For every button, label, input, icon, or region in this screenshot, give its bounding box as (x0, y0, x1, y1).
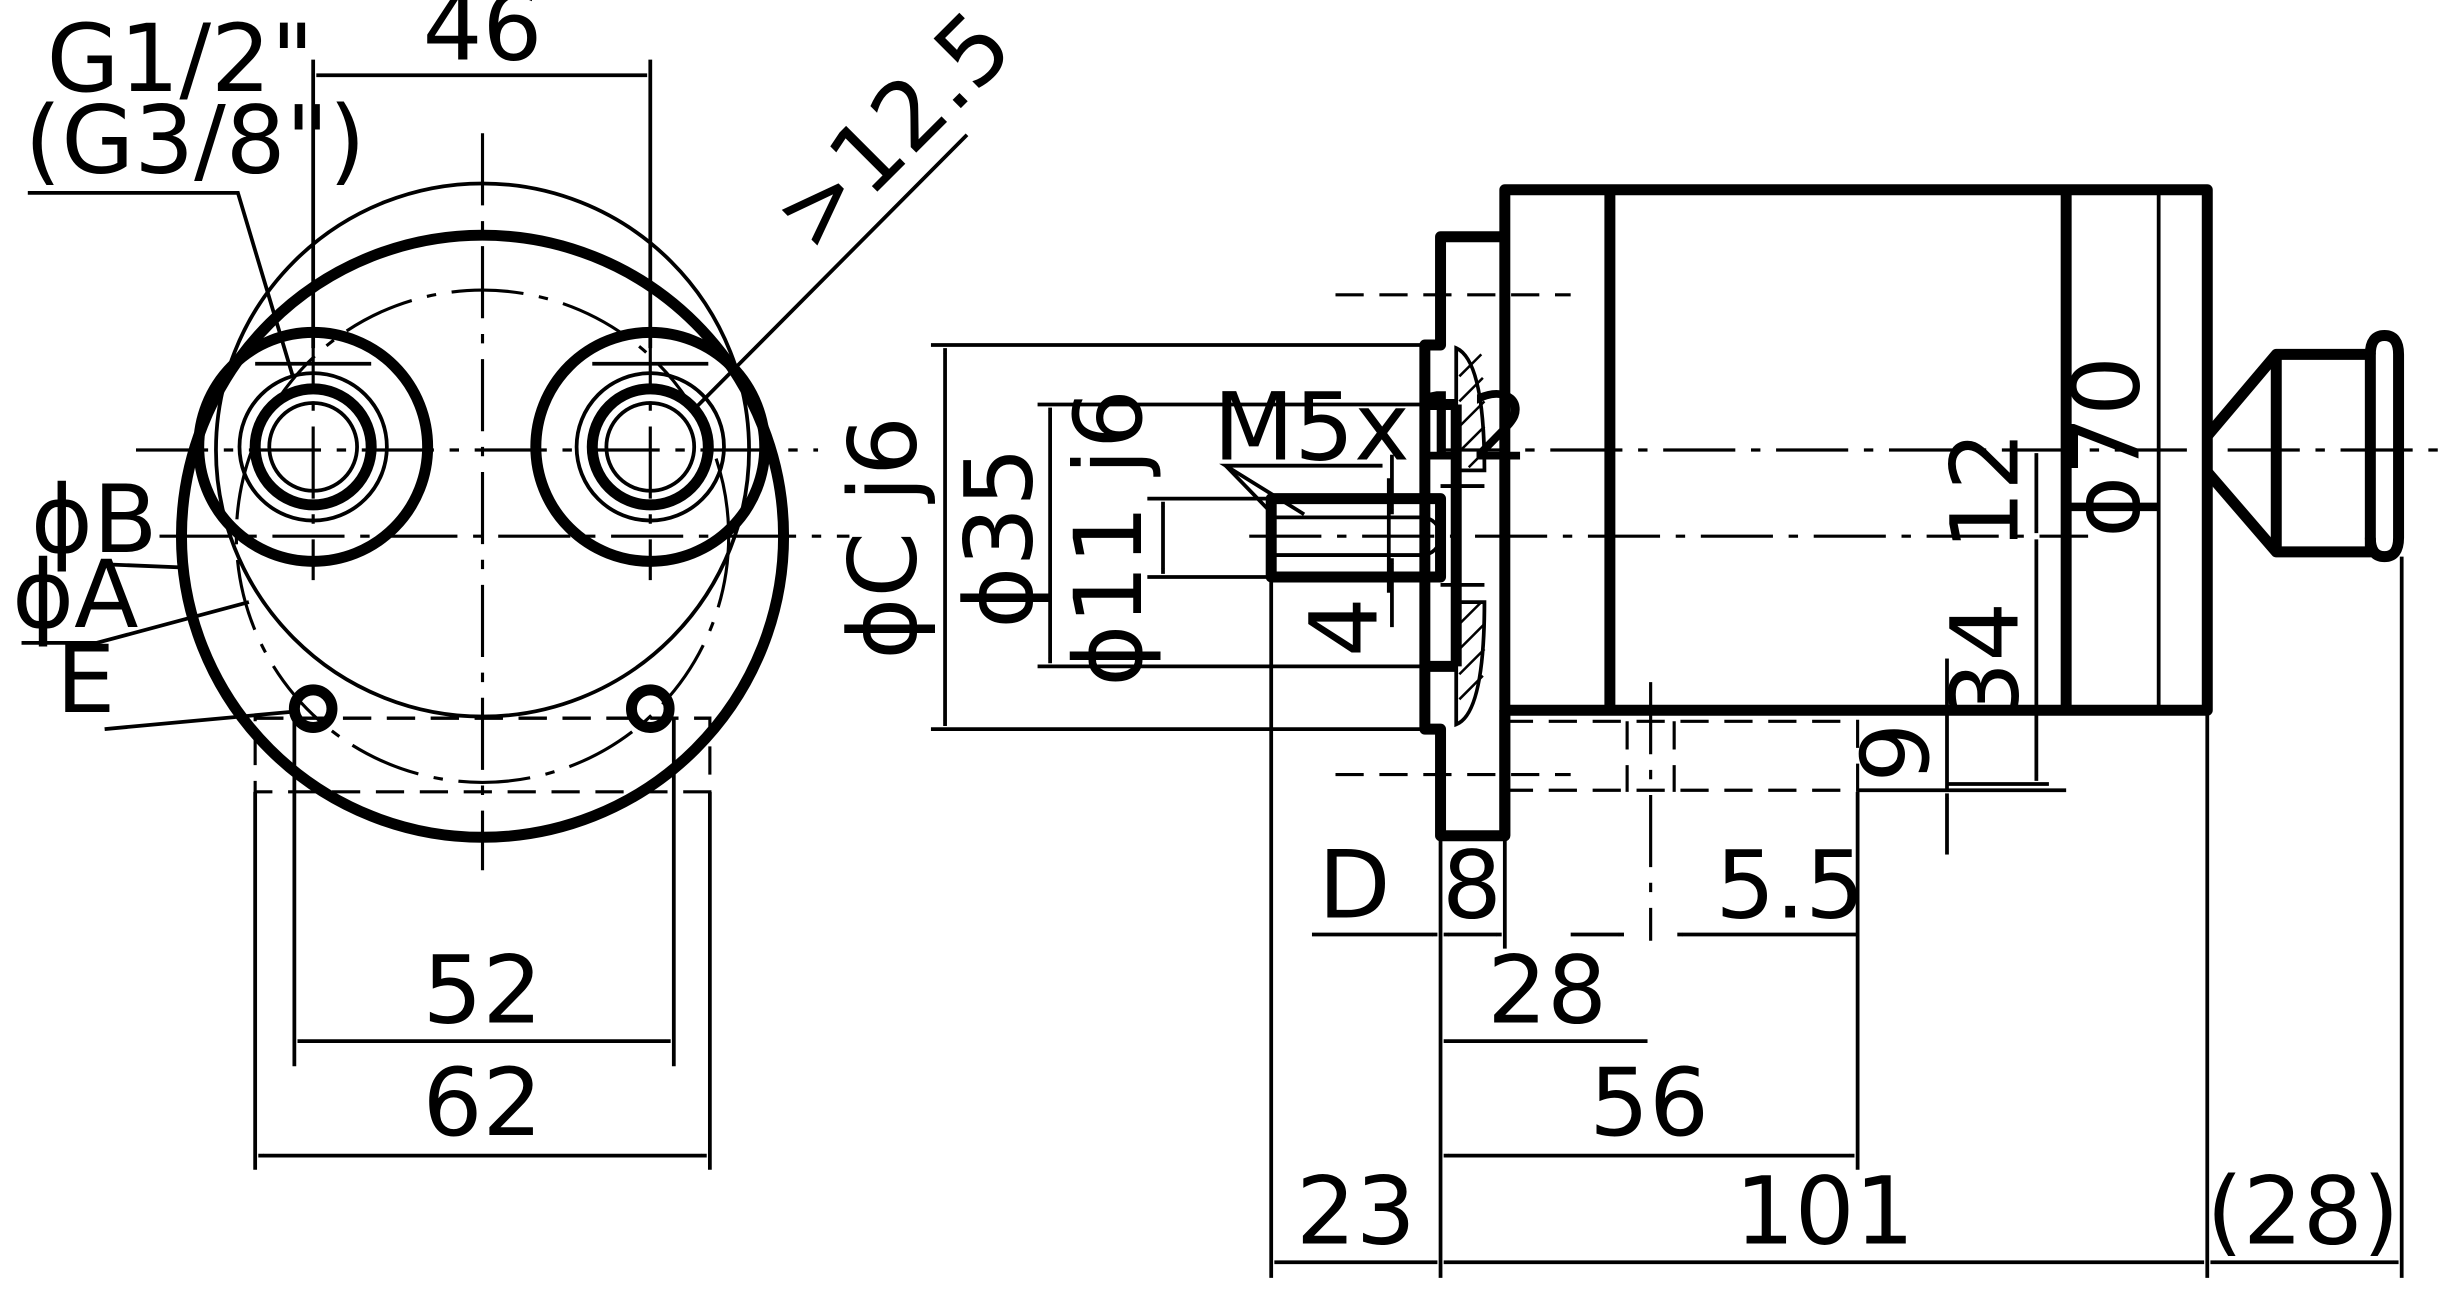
dim-101-label: 101 (1735, 1157, 1915, 1266)
port-left-thread (237, 371, 389, 523)
dim-d-label: D (1318, 831, 1390, 940)
dim-52-label: 52 (423, 936, 543, 1045)
dim-key-4-label: 4 (1290, 597, 1399, 657)
leader-port-depth (691, 133, 969, 413)
leader-thread (27, 190, 295, 377)
dim-46-label: 46 (423, 0, 543, 83)
seal-hatch-bottom (1454, 600, 1487, 728)
pump-body (1499, 184, 2213, 716)
label-phi-b: ϕB (31, 466, 158, 575)
leader-e (104, 709, 292, 731)
leader-phi-a (21, 600, 250, 645)
flange-profile (1419, 231, 1511, 842)
leader-m5x12-second (1224, 464, 1278, 519)
dim-9-label: 9 (1842, 723, 1951, 783)
label-phi-a: ϕA (12, 541, 138, 650)
dim-23-label: 23 (1296, 1157, 1416, 1266)
port-left-bore (249, 383, 377, 511)
pump-body-outline (214, 181, 751, 719)
dim-12-label: 12 (1932, 431, 2041, 551)
thread-label-line1: G1/2" (47, 5, 315, 114)
dim-5-5-label: 5.5 (1715, 831, 1865, 940)
flange-outline (175, 229, 790, 843)
port-right-bore (586, 383, 714, 511)
port-left-inner (267, 401, 359, 493)
label-e: E (56, 626, 115, 735)
hidden-mount-slot (1503, 719, 1860, 792)
shaft-thread-slot (1271, 515, 1443, 557)
dim-11-label: ϕ11 j6 (1055, 389, 1164, 687)
dim-28-label: 28 (1487, 936, 1607, 1045)
dim-62-label: 62 (423, 1049, 543, 1158)
seal-hatch-top (1454, 345, 1487, 473)
side-view: ϕC j6 ϕ35 ϕ11 j6 M5x12 4 ϕ70 12 34 9 D 8… (829, 184, 2449, 1278)
rear-connector (2203, 330, 2405, 563)
mounting-hole-left (288, 684, 338, 734)
dim-port-depth-label: >12.5 (753, 0, 1034, 272)
port-right-thread (574, 371, 726, 523)
mounting-hole-right (625, 684, 675, 734)
port-right-inner (604, 401, 697, 493)
dim-35-label: ϕ35 (945, 447, 1054, 629)
dim-8-label: 8 (1442, 831, 1502, 940)
dim-34-label: 34 (1932, 602, 2041, 722)
dim-28-ref-label: (28) (2206, 1157, 2399, 1266)
thread-label-line2: (G3/8") (25, 86, 366, 195)
dim-70-label: ϕ70 (2052, 356, 2161, 538)
leader-phi-b (109, 562, 187, 570)
dim-56-label: 56 (1589, 1049, 1709, 1158)
dim-c-label: ϕC j6 (829, 416, 938, 660)
dim-m5x12-label: M5x12 (1213, 373, 1529, 482)
